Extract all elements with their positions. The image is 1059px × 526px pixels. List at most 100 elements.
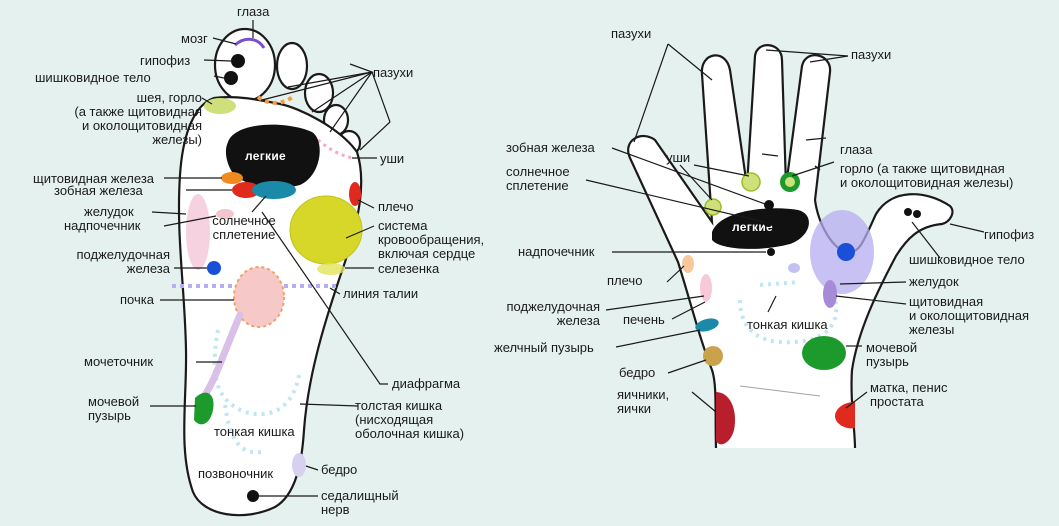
foot-intestine-dots — [212, 329, 302, 417]
hand-adrenal-dot — [767, 248, 775, 256]
hand-crease-3 — [761, 153, 779, 157]
foot-label-pazukhi: пазухи — [373, 65, 414, 80]
foot-toe-2 — [275, 41, 309, 91]
hand-label-pazukhi-right: пазухи — [851, 47, 892, 62]
hand-label-solnechnoe: солнечное сплетение — [506, 164, 570, 193]
hand-lungs-zone — [712, 208, 809, 249]
foot-label-plecho: плечо — [378, 199, 414, 214]
foot-ear-dots — [317, 138, 353, 160]
hand-label-zheludok: желудок — [909, 274, 959, 289]
hand-solar-dot — [763, 217, 773, 227]
foot-label-zobnaya: зобная железа — [54, 183, 143, 198]
hand-diagram: легкие — [585, 43, 985, 449]
hand-label-tonkaya: тонкая кишка — [747, 317, 828, 332]
hand-label-pechen: печень — [623, 312, 665, 327]
hand-pituitary-dot — [904, 208, 912, 216]
foot-label-diafragma: диафрагма — [392, 376, 461, 391]
hand-gallbladder-zone — [695, 318, 719, 332]
hand-label-ushi: уши — [666, 150, 691, 165]
foot-label-ushi: уши — [380, 151, 405, 166]
foot-label-shishkovidnoe: шишковидное тело — [35, 70, 151, 85]
foot-hip-zone — [292, 453, 306, 477]
hand-eye-zone — [741, 172, 761, 192]
hand-label-yaichniki: яичники, яички — [617, 387, 670, 416]
foot-label-bedro: бедро — [321, 462, 358, 477]
hand-leader-lines — [585, 43, 985, 413]
foot-label-glaza: глаза — [237, 4, 270, 19]
hand-bladder-zone — [802, 336, 846, 370]
hand-crease-2 — [805, 137, 827, 141]
hand-label-gipofiz: гипофиз — [984, 227, 1035, 242]
foot-label-selezenka: селезенка — [378, 261, 440, 276]
hand-stomach-zone — [823, 280, 837, 308]
hand-intestine-dots-2 — [759, 280, 801, 287]
foot-stomach-zone — [186, 194, 210, 270]
foot-shoulder-zone — [349, 182, 361, 206]
hand-label-matka: матка, пенис простата — [870, 380, 948, 409]
foot-label-tonkaya: тонкая кишка — [214, 424, 295, 439]
foot-label-sedalishchny: седалищный нерв — [321, 488, 399, 517]
hand-label-shishkovidnoe: шишковидное тело — [909, 252, 1025, 267]
foot-label-nadpochechnik: надпочечник — [64, 218, 141, 233]
hand-throat-inner — [785, 177, 795, 187]
foot-pancreas-dot — [207, 261, 221, 275]
foot-label-shchitovidnaya: щитовидная железа — [33, 171, 155, 186]
foot-label-sheya: шея, горло (а также щитовидная и околощи… — [74, 90, 202, 147]
hand-label-mochevoy: мочевой пузырь — [866, 340, 918, 369]
hand-label-bedro: бедро — [619, 365, 656, 380]
hand-thymus-dot — [764, 200, 774, 210]
hand-lungs-label: легкие — [732, 220, 773, 234]
foot-solar-zone — [252, 181, 296, 199]
foot-spleen-zone — [317, 263, 345, 275]
hand-label-pazukhi-left: пазухи — [611, 26, 652, 41]
foot-label-gipofiz: гипофиз — [140, 53, 191, 68]
hand-ear-zone — [704, 198, 722, 216]
hand-label-podzheludochnaya: поджелудочная железа — [506, 299, 600, 328]
hand-pineal-dot — [913, 210, 921, 218]
foot-label-sistema: система кровообращения, включая сердце — [378, 218, 485, 261]
foot-label-liniya: линия талии — [343, 286, 419, 301]
foot-label-pochka: почка — [120, 292, 154, 307]
hand-hip-zone — [703, 346, 723, 366]
foot-label-pozvonochnik: позвоночник — [198, 466, 274, 481]
foot-pituitary-dot — [231, 54, 245, 68]
hand-label-plecho: плечо — [607, 273, 643, 288]
foot-sciatic-dot — [247, 490, 259, 502]
hand-label-nadpochechnik: надпочечник — [518, 244, 595, 259]
foot-adrenal-zone — [216, 209, 234, 219]
foot-circulation-zone — [289, 195, 363, 265]
foot-lungs-label: легкие — [245, 149, 286, 163]
hand-label-gorlo: горло (а также щитовидная и околощитовид… — [840, 161, 1014, 190]
hand-label-zobnaya: зобная железа — [506, 140, 595, 155]
hand-small-zone — [788, 263, 800, 273]
hand-label-shchitovidnaya: щитовидная и околощитовидная железы — [909, 294, 1030, 337]
foot-label-podzheludochnaya: поджелудочная железа — [76, 247, 170, 276]
hand-thyroid-core — [837, 243, 855, 261]
hand-shoulder-zone — [682, 255, 694, 273]
hand-label-glaza: глаза — [840, 142, 873, 157]
foot-neck-dots — [256, 94, 296, 105]
foot-brain-zone — [233, 37, 266, 49]
hand-solar-dot-2 — [769, 234, 777, 242]
foot-label-mochevoy: мочевой пузырь — [88, 394, 140, 423]
foot-thyroid-zone — [221, 172, 243, 184]
foot-label-mozg: мозг — [181, 31, 208, 46]
foot-label-mochetochnik: мочеточник — [84, 354, 154, 369]
foot-intestine-dots-2 — [223, 404, 263, 455]
hand-pancreas-zone — [700, 274, 712, 302]
foot-bladder-zone — [194, 392, 214, 425]
foot-lungs-zone — [225, 124, 320, 188]
foot-pineal-dot — [224, 71, 238, 85]
hand-wrist-line — [739, 385, 821, 397]
hand-intestine-dots — [738, 299, 839, 345]
foot-leader-lines — [150, 20, 391, 497]
hand-ovary-zone — [716, 392, 736, 445]
hand-uterus-zone — [835, 402, 855, 429]
foot-label-zheludok: желудок — [84, 204, 134, 219]
foot-label-solnechnoe: солнечное сплетение — [212, 213, 276, 242]
foot-neck-zone — [204, 98, 236, 114]
foot-kidney-zone — [233, 266, 285, 328]
foot-label-tolstaya: толстая кишка (нисходящая оболочная кишк… — [355, 398, 465, 441]
foot-thymus-zone — [232, 182, 260, 198]
